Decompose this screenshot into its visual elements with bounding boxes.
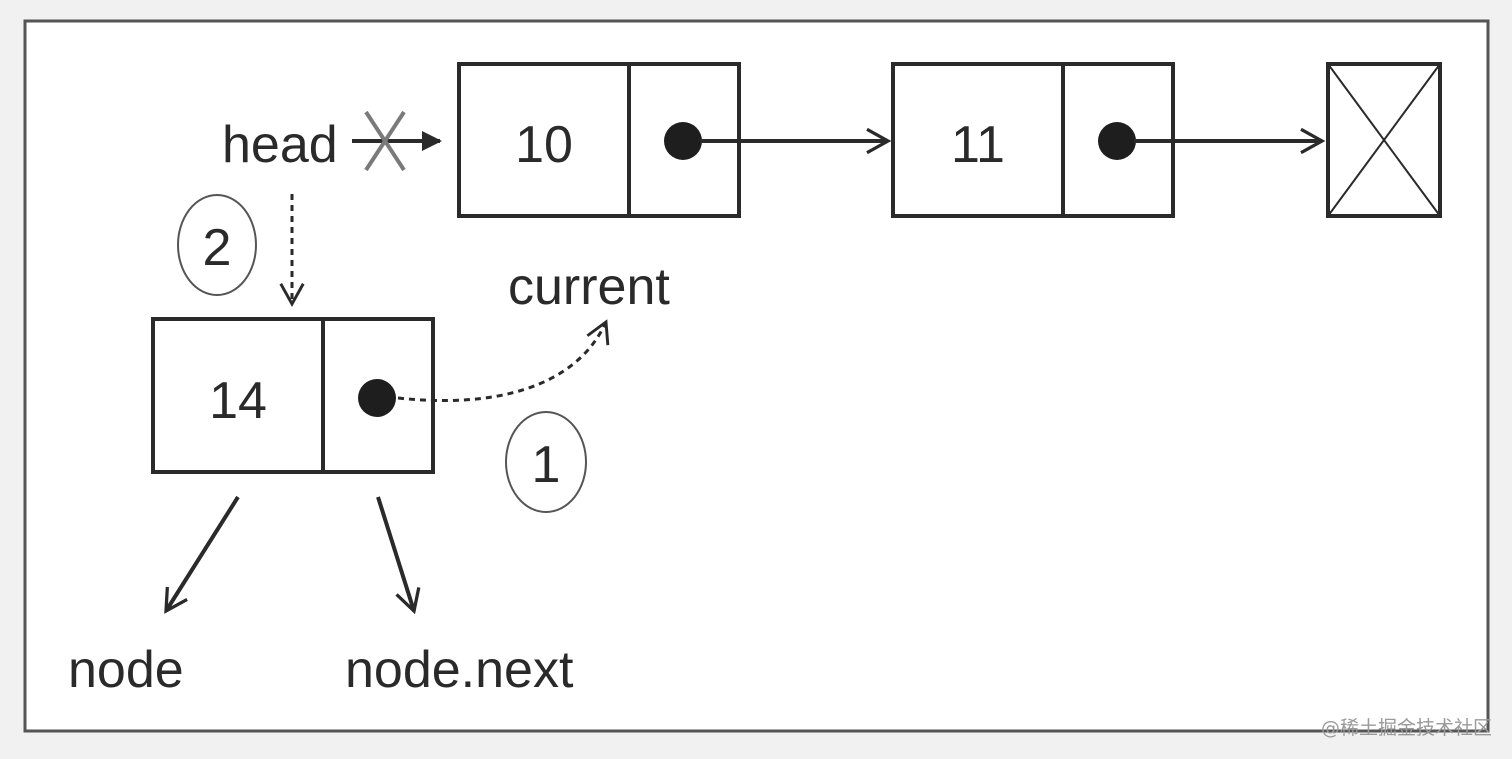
node-value: 10 xyxy=(515,116,573,174)
step-2-number: 2 xyxy=(203,219,232,277)
node-next-pointer-arrow xyxy=(376,496,421,615)
next-pointer-dot xyxy=(358,379,396,417)
list-node-11: 11 xyxy=(891,62,1175,218)
next-pointer-dot xyxy=(1098,122,1136,160)
list-node-14: 14 xyxy=(151,317,435,474)
next-pointer-dot xyxy=(664,122,702,160)
node-data-cell xyxy=(891,62,1065,218)
node-data-cell xyxy=(151,317,325,474)
null-terminator-icon xyxy=(1326,62,1442,218)
node-data-cell xyxy=(457,62,631,218)
step-1-dashed-arrow xyxy=(397,319,610,403)
step-1-number: 1 xyxy=(532,436,561,494)
node-value: 11 xyxy=(951,116,1005,174)
node-value: 14 xyxy=(209,372,267,430)
step-2-badge xyxy=(177,194,257,296)
step-1-badge xyxy=(505,411,587,513)
list-node-10: 10 xyxy=(457,62,741,218)
node-pointer-arrow xyxy=(164,495,240,614)
removed-link-cross-icon xyxy=(364,110,406,172)
current-label: current xyxy=(508,258,670,316)
node-next-label: node.next xyxy=(345,641,574,699)
head-label: head xyxy=(222,116,338,174)
node-label: node xyxy=(68,641,184,699)
watermark: @稀土掘金技术社区 xyxy=(1321,717,1492,739)
